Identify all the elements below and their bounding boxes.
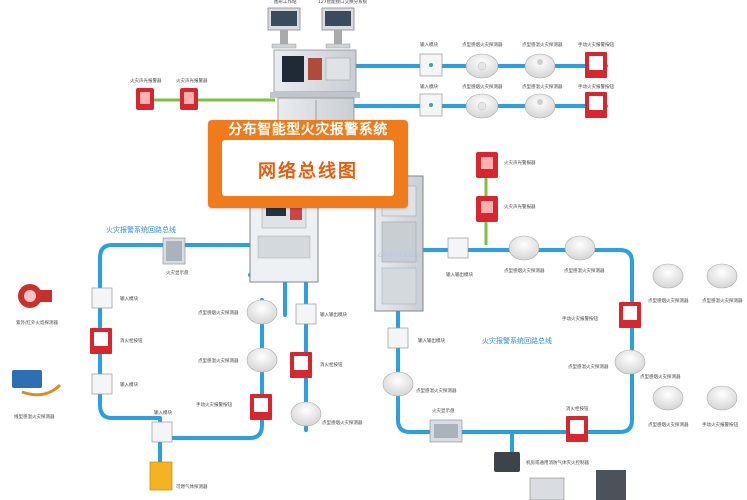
label-right-smoke-2: 点型感烟火灾探测器 <box>648 299 689 304</box>
label-right-smoke-5: 点型感烟火灾探测器 <box>640 375 681 380</box>
input-module-top-1 <box>419 53 443 77</box>
right-hydrant-button <box>566 416 588 442</box>
manual-call-point-top-2 <box>585 92 607 118</box>
left-input-module-1 <box>91 287 113 309</box>
left-flame-detector <box>18 284 52 308</box>
label-alarm-left-1: 火灾声光报警器 <box>130 79 162 84</box>
banner-inner: 网络总线图 <box>222 140 394 196</box>
label-right-io: 输入输出模块 <box>446 273 473 278</box>
mid-smoke-1 <box>246 299 278 325</box>
label-mid-smoke-2: 点型感温火灾探测器 <box>198 359 239 364</box>
workstation-1 <box>267 7 301 49</box>
mid-smoke-2 <box>246 347 278 373</box>
label-right-smoke-3: 点型感烟火灾探测器 <box>648 423 689 428</box>
right-smoke-4 <box>652 385 684 411</box>
label-right-smoke-1: 点型感烟火灾探测器 <box>504 269 545 274</box>
right-heat-2 <box>706 263 738 289</box>
label-right-heat-1: 点型感温火灾探测器 <box>564 269 605 274</box>
mid-manual <box>250 394 272 420</box>
label-right-alarm-2: 火灾声光警报器 <box>504 205 536 210</box>
right-alarm-1 <box>476 152 498 178</box>
alarm-left-1 <box>136 88 154 110</box>
alarm-left-2 <box>180 88 198 110</box>
manual-call-point-top-1 <box>585 52 607 78</box>
right-alarm-2 <box>476 196 498 222</box>
title-banner: 分布智能型火灾报警系统 网络总线图 <box>208 120 408 208</box>
label-right-smoke-4: 点型感温火灾探测器 <box>416 389 457 394</box>
label-smoke-top-1: 点型感烟火灾探测器 <box>462 43 503 48</box>
label-right-manual: 手动火灾报警按钮 <box>562 317 598 322</box>
left-gas-detector <box>149 461 173 491</box>
mid-hydrant <box>290 352 312 378</box>
label-manual-top-2: 手动火灾报警按钮 <box>578 85 614 90</box>
left-input-module-2 <box>91 373 113 395</box>
label-heat-top-2: 点型感温火灾探测器 <box>522 85 563 90</box>
right-io-module <box>447 237 469 259</box>
label-input-top-1: 输入模块 <box>420 43 438 48</box>
label-input-top-2: 输入模块 <box>420 85 438 90</box>
label-mid-smoke-1: 点型感烟火灾探测器 <box>198 311 239 316</box>
mid-smoke-3 <box>290 401 322 427</box>
heat-detector-top-1 <box>524 53 556 79</box>
left-input-module-3 <box>151 421 173 443</box>
label-right-panel: 火灾显示盘 <box>432 409 455 414</box>
label-right-module: 输入输出模块 <box>418 339 445 344</box>
label-mid-manual: 手动火灾报警按钮 <box>196 403 232 408</box>
right-heat-1 <box>564 235 596 261</box>
right-loop <box>396 248 634 434</box>
label-mid-hydrant: 消火栓按钮 <box>320 363 343 368</box>
right-smoke-1 <box>508 235 540 261</box>
label-mid-io: 输入输出模块 <box>320 313 347 318</box>
right-io-module-2 <box>387 327 409 349</box>
right-heat-3 <box>706 385 738 411</box>
heat-detector-top-2 <box>524 93 556 119</box>
green-links <box>146 98 488 245</box>
label-left-linear: 线型感温火灾探测器 <box>14 415 55 420</box>
input-module-top-2 <box>419 93 443 117</box>
left-linear-detector <box>12 370 62 397</box>
workstation-2 <box>321 7 355 49</box>
label-heat-top-1: 点型感温火灾探测器 <box>522 43 563 48</box>
label-workstation-2: 127智能接口交换分系统 <box>318 0 368 5</box>
label-left-gas: 可燃气体探测器 <box>176 485 208 490</box>
label-left-panel: 火灾显示盘 <box>166 271 189 276</box>
left-hydrant-button <box>90 328 112 354</box>
main-console <box>270 49 360 141</box>
banner-title: 分布智能型火灾报警系统 <box>228 122 388 138</box>
smoke-detector-top-1 <box>465 53 499 79</box>
right-smoke-3 <box>614 349 646 375</box>
label-mid-smoke-3: 点型感烟火灾探测器 <box>322 421 363 426</box>
label-right-heat-2: 点型感温火灾探测器 <box>702 299 743 304</box>
right-gas-controller <box>494 452 626 500</box>
left-display-panel <box>162 237 186 265</box>
watermark: anfire.com <box>378 250 422 259</box>
label-right-heat-3b: 点型感温火灾探测器 <box>568 365 609 370</box>
label-right-gas: 机房或通用消防气体灭火控制器 <box>526 461 589 466</box>
mid-io-module <box>295 303 317 325</box>
banner-subtitle: 网络总线图 <box>258 161 358 182</box>
label-manual-top-1: 手动火灾报警按钮 <box>578 43 614 48</box>
right-loop-title: 火灾报警系统回路总线 <box>482 337 552 345</box>
label-left-input-2: 输入模块 <box>120 383 138 388</box>
label-right-hydrant: 消火栓按钮 <box>566 407 589 412</box>
left-loop-title: 火灾报警系统回路总线 <box>106 226 176 234</box>
label-left-input-1: 输入模块 <box>120 297 138 302</box>
label-right-alarm-1: 火灾声光警报器 <box>504 161 536 166</box>
right-manual <box>619 302 641 328</box>
label-alarm-left-2: 火灾声光报警器 <box>176 79 208 84</box>
right-display-panel <box>429 419 463 443</box>
label-smoke-top-2: 点型感烟火灾探测器 <box>462 85 503 90</box>
right-smoke-5 <box>382 371 414 397</box>
label-left-flame: 紫外/红外火焰探测器 <box>16 321 59 326</box>
label-workstation-1: 图形工作站 <box>274 0 297 5</box>
label-right-manual-2: 手动火灾报警按钮 <box>702 423 738 428</box>
smoke-detector-top-2 <box>465 93 499 119</box>
label-left-hydrant: 消火栓按钮 <box>120 339 143 344</box>
right-smoke-2 <box>652 263 684 289</box>
left-loop <box>98 243 252 472</box>
label-left-input-3: 输入模块 <box>154 411 172 416</box>
